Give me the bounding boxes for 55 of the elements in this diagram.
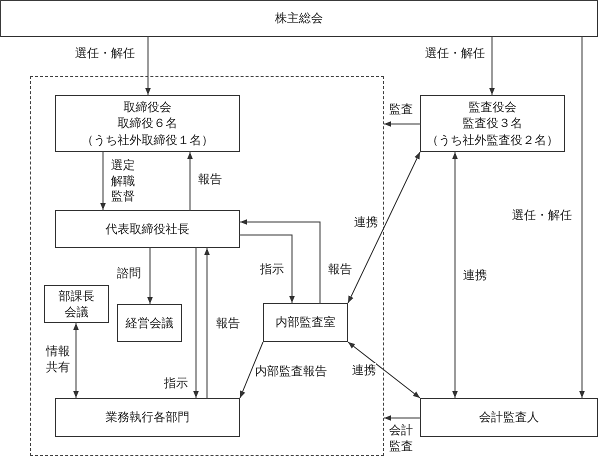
double-arrow [73, 322, 79, 398]
node-text: 代表取締役社長 [106, 220, 190, 238]
edge-label: 連携 [463, 268, 487, 284]
edge-label: 報告 [216, 316, 240, 332]
edge-label: 諮問 [117, 266, 141, 282]
process-box [117, 304, 182, 342]
node-text: 内部監査室 [276, 314, 336, 331]
arrow [240, 342, 264, 398]
node-text: 業務執行各部門 [106, 409, 190, 426]
arrow [145, 36, 151, 96]
node-text: 取締役会 [124, 99, 172, 116]
edge-label: 連携 [352, 363, 376, 379]
arrow [579, 36, 585, 398]
arrow [240, 234, 295, 304]
arrow [204, 248, 210, 398]
process-box [55, 210, 240, 248]
node-text: （うち社外取締役１名） [82, 132, 214, 148]
edge-label: 会計監査 [389, 423, 415, 454]
double-arrow [348, 152, 420, 304]
edge-label: 報告 [328, 262, 352, 278]
process-box [263, 303, 348, 342]
node-text: 株主総会 [275, 10, 323, 27]
process-box [420, 398, 598, 437]
node-text: 部課長会議 [58, 288, 96, 320]
edge-label: 連携 [354, 215, 378, 231]
process-box [44, 285, 109, 323]
edge-label: 選任・解任 [75, 46, 135, 62]
node-text: 経営会議 [126, 314, 174, 332]
arrow [384, 415, 420, 421]
arrow [187, 152, 193, 210]
edge-label: 選任・解任 [425, 46, 485, 62]
node-text: 監査役３名 [462, 115, 522, 132]
edge-label: 情報共有 [46, 344, 72, 376]
edge-label: 選任・解任 [512, 208, 572, 224]
edge-label: 内部監査報告 [255, 364, 327, 380]
node-text: 取締役６名 [118, 115, 178, 132]
node-text: （うち社外監査役２名） [426, 132, 558, 148]
arrow [100, 152, 106, 210]
edge-label: 指示 [260, 262, 284, 278]
process-box [55, 95, 240, 152]
arrow [240, 219, 320, 304]
node-text: 会計監査人 [479, 409, 539, 426]
process-box [0, 0, 598, 37]
arrow [384, 121, 420, 127]
edge-label: 報告 [198, 172, 222, 188]
edge-label: 指示 [164, 376, 188, 392]
double-arrow [348, 342, 420, 398]
edge-label: 選定解職監督 [111, 158, 137, 205]
arrow [193, 248, 199, 398]
arrow [489, 36, 495, 96]
double-arrow [452, 152, 458, 398]
process-box [55, 398, 240, 437]
arrow [147, 248, 153, 304]
process-box [420, 95, 565, 152]
node-text: 監査役会 [468, 99, 516, 116]
